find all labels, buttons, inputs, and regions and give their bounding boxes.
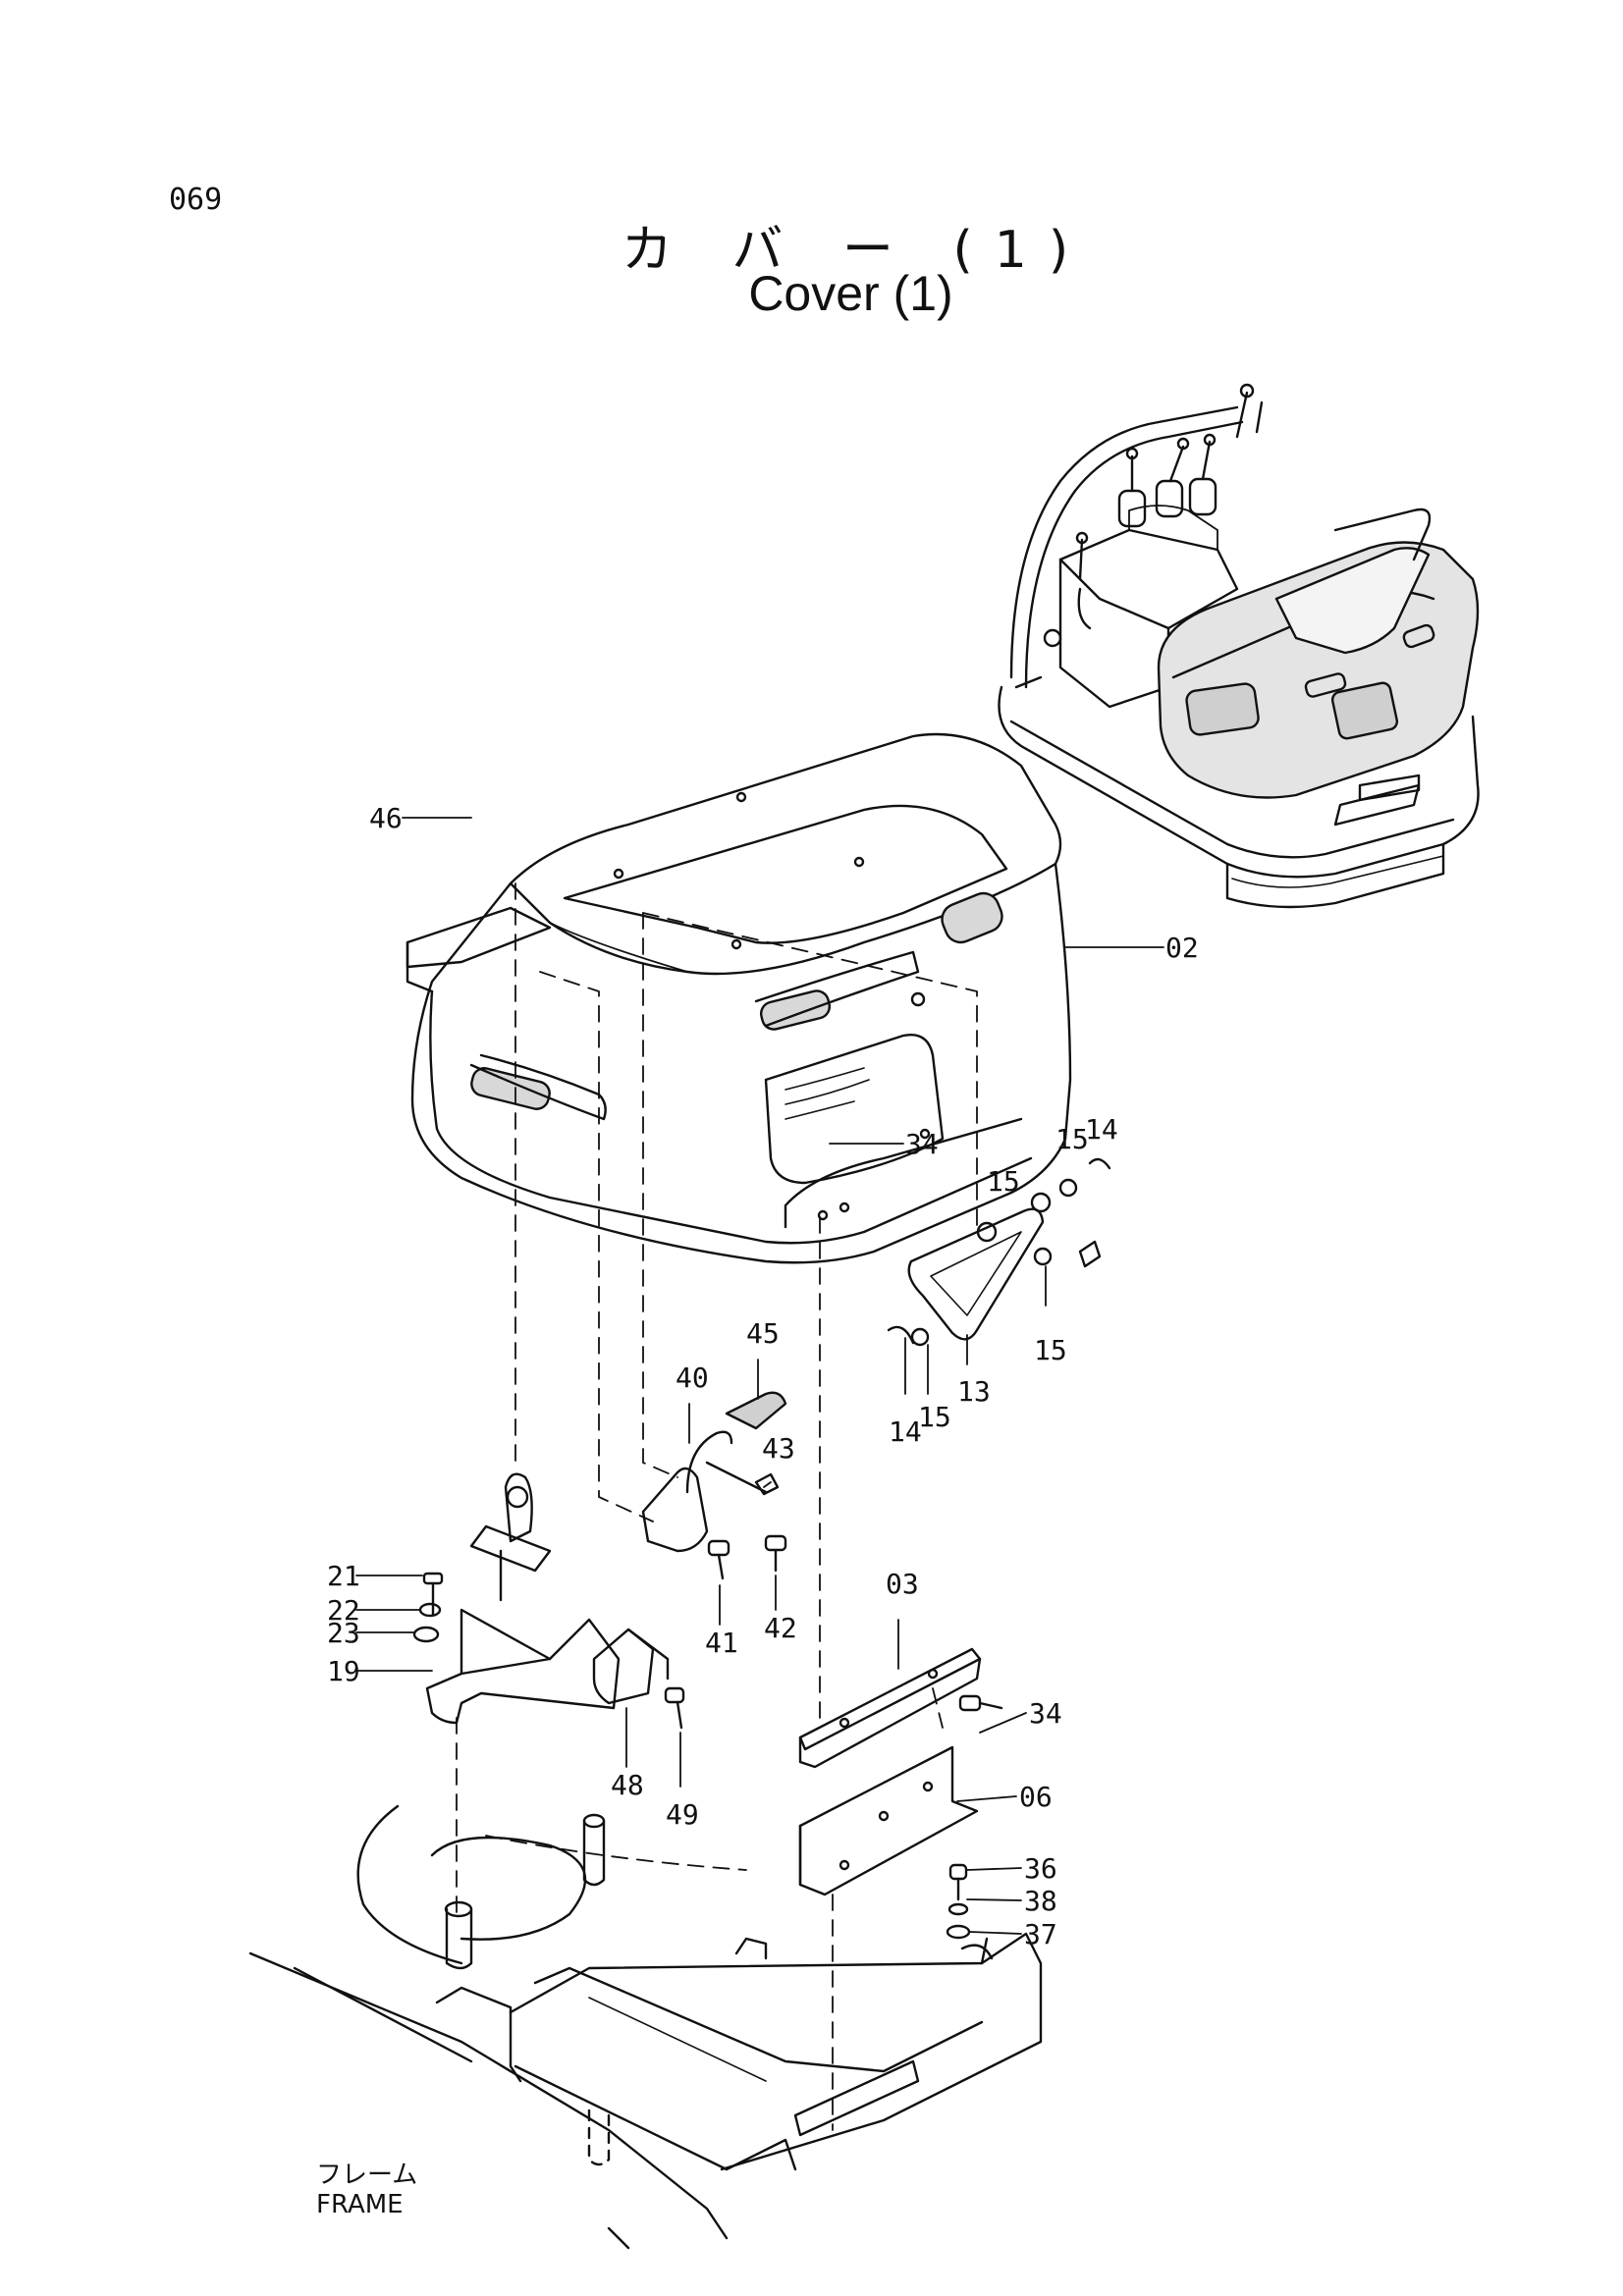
callout-37: 37 — [1024, 1918, 1057, 1950]
plate-06 — [798, 1745, 979, 1940]
callout-labels: 46 02 34 14 15 15 15 13 15 14 45 40 43 4… — [327, 802, 1199, 1950]
title-english: Cover (1) — [748, 266, 953, 321]
plate-03 — [798, 1647, 1003, 1769]
callout-36: 36 — [1024, 1852, 1057, 1885]
callout-43: 43 — [762, 1432, 795, 1465]
callout-40: 40 — [676, 1362, 709, 1394]
callout-34-plate: 34 — [1029, 1697, 1062, 1730]
title-japanese: カ バ ー (1) — [621, 221, 1091, 280]
callout-06: 06 — [1019, 1781, 1053, 1813]
engine-cover — [406, 732, 1072, 1264]
callout-38: 38 — [1024, 1885, 1057, 1917]
bracket-19 — [412, 1472, 621, 1725]
callout-15-upper-right: 15 — [1055, 1123, 1089, 1155]
callout-21: 21 — [327, 1560, 360, 1592]
callout-15-upper-left: 15 — [987, 1165, 1020, 1198]
callout-19: 19 — [327, 1655, 360, 1687]
frame-label-japanese: フレーム — [316, 2161, 418, 2190]
callout-34-cover: 34 — [905, 1128, 939, 1160]
callout-02: 02 — [1165, 932, 1199, 964]
leader-lines — [355, 817, 1164, 1935]
callout-41: 41 — [705, 1627, 738, 1659]
callout-15-lower: 15 — [918, 1401, 951, 1433]
callout-45: 45 — [746, 1317, 780, 1350]
bracket-48 — [592, 1628, 685, 1730]
callout-03: 03 — [886, 1568, 919, 1600]
callout-48: 48 — [611, 1769, 644, 1801]
callout-49: 49 — [666, 1798, 699, 1831]
frame — [248, 1804, 1043, 2250]
callout-42: 42 — [764, 1612, 797, 1644]
frame-label-english: FRAME — [316, 2190, 404, 2219]
hinge-assembly — [641, 1391, 787, 1580]
callout-15-right: 15 — [1034, 1334, 1067, 1366]
callout-13: 13 — [957, 1375, 991, 1408]
assembly-lines — [456, 882, 978, 2131]
page-number: 069 — [169, 183, 223, 217]
callout-14-lower: 14 — [889, 1415, 922, 1448]
callout-22: 22 — [327, 1594, 360, 1627]
callout-14-upper: 14 — [1085, 1113, 1118, 1146]
machine-overview — [998, 383, 1480, 909]
callout-46: 46 — [369, 802, 403, 834]
callout-23: 23 — [327, 1617, 360, 1649]
